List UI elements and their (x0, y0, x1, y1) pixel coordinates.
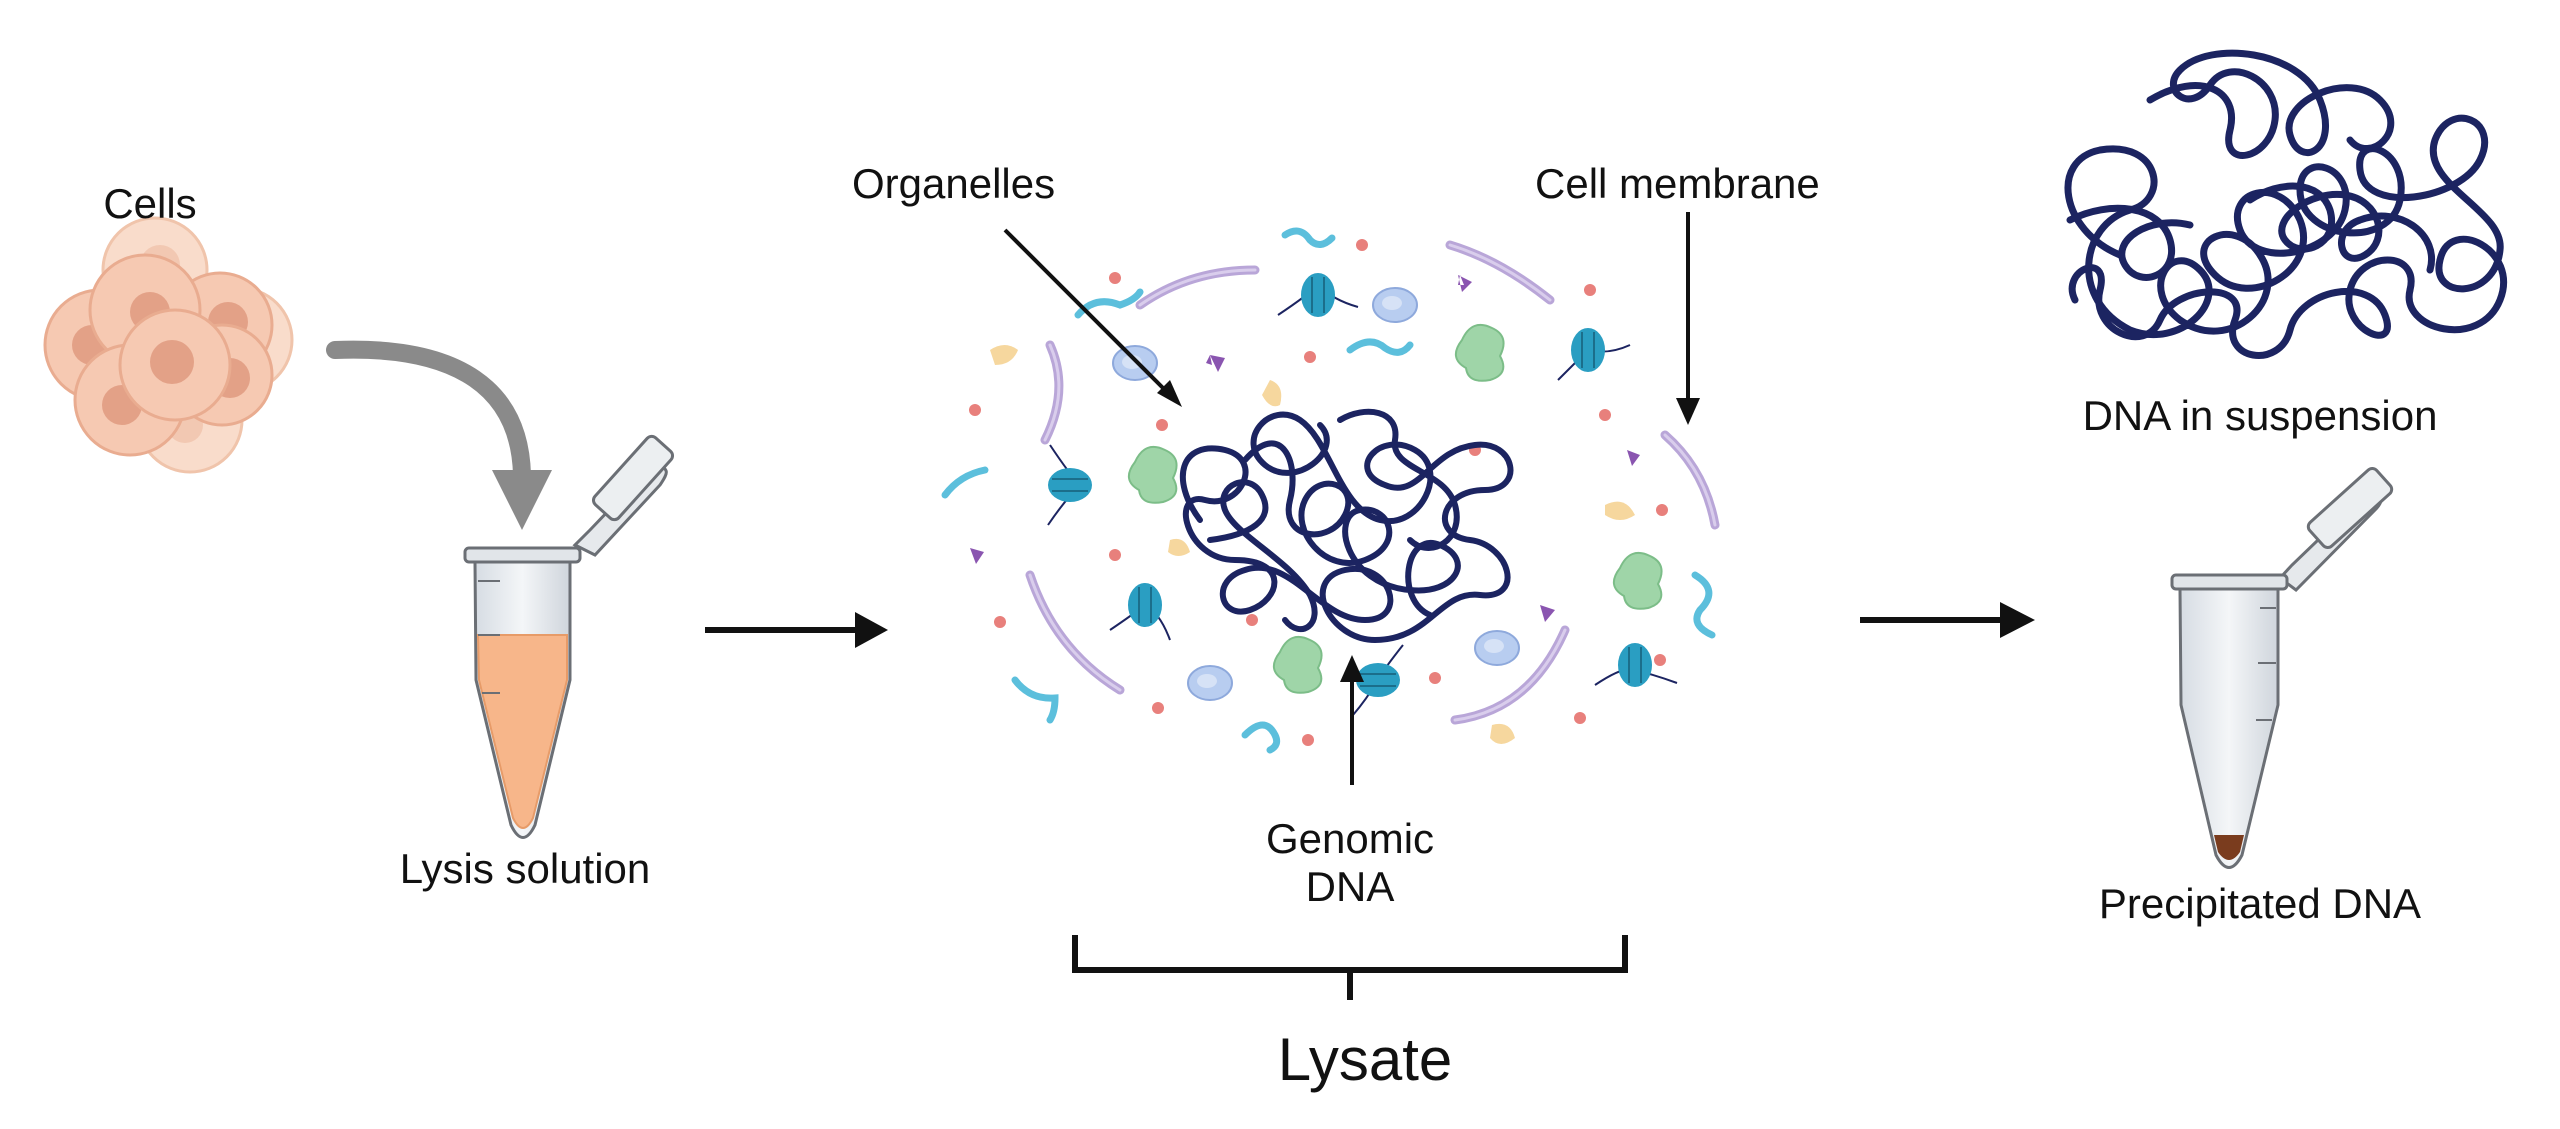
genomic-dna-label-line1: Genomic (1265, 815, 1435, 862)
arrow-to-precipitation (1860, 602, 2035, 638)
nucleosomes (1047, 273, 1678, 716)
vesicle (1187, 665, 1233, 701)
lysis-solution-label: Lysis solution (399, 845, 651, 892)
cell-membrane-arrow (1676, 212, 1700, 425)
nucleosome (1277, 273, 1359, 317)
dna-in-suspension-label: DNA in suspension (2082, 392, 2438, 439)
organelles-arrow (1003, 228, 1182, 407)
genomic-dna-tangle (1179, 408, 1514, 643)
arrow-to-lysate (705, 612, 888, 648)
cells-label: Cells (103, 180, 197, 227)
nucleosome (1557, 328, 1631, 381)
lysate-scene (941, 212, 1720, 1000)
cells-cluster (43, 216, 294, 474)
precipitated-dna-label: Precipitated DNA (2098, 880, 2422, 927)
genomic-dna-label: Genomic DNA (1210, 815, 1490, 912)
lysate-label: Lysate (1277, 1026, 1453, 1093)
crescents (990, 345, 1635, 744)
precipitation-tube (2170, 466, 2394, 869)
rna-squiggles (941, 227, 1716, 754)
vesicle (1474, 630, 1520, 666)
genomic-dna-label-line2: DNA (1305, 863, 1395, 911)
dna-suspension-tangle (2064, 49, 2507, 359)
curved-arrow (326, 340, 552, 530)
nucleosome (1109, 583, 1171, 641)
nucleosome (1352, 644, 1404, 716)
ribosomes (1128, 324, 1663, 694)
nucleosome (1594, 643, 1678, 687)
organelles-label: Organelles (852, 160, 1056, 207)
vesicle (1372, 287, 1418, 323)
molecule-dots (969, 239, 1668, 746)
nucleosome (1047, 444, 1092, 526)
genomic-dna-arrow (1340, 655, 1364, 785)
protein-fragments (970, 275, 1640, 622)
lysis-tube (463, 434, 675, 839)
lysate-bracket (1072, 935, 1628, 1000)
cell (118, 308, 232, 422)
membrane-fragments-inner (1028, 243, 1717, 722)
cell-membrane-label: Cell membrane (1535, 160, 1820, 207)
